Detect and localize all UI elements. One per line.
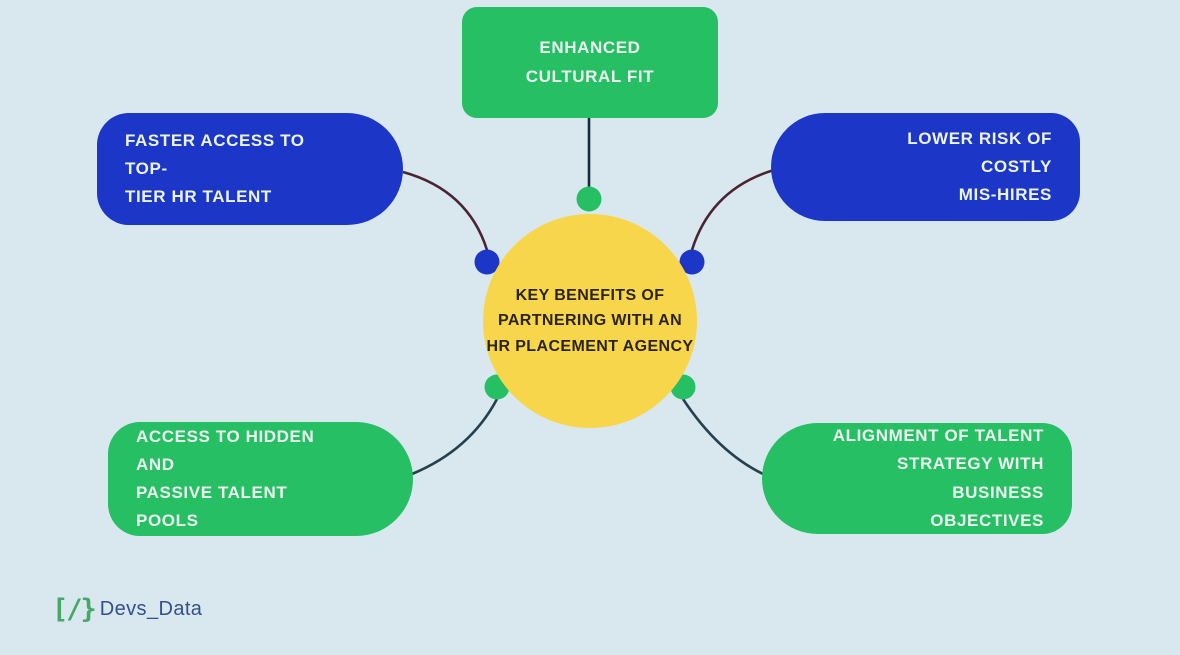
code-bracket-icon: [/} bbox=[52, 594, 97, 625]
connector-top-left-line bbox=[402, 170, 489, 251]
node-label: ACCESS TO HIDDEN AND PASSIVE TALENT POOL… bbox=[136, 426, 315, 531]
center-topic-circle: KEY BENEFITS OF PARTNERING WITH AN HR PL… bbox=[483, 214, 697, 428]
node-enhanced-cultural-fit: ENHANCED CULTURAL FIT bbox=[462, 7, 718, 118]
center-topic-label: KEY BENEFITS OF PARTNERING WITH AN HR PL… bbox=[486, 286, 694, 355]
node-label: LOWER RISK OF COSTLY MIS-HIRES bbox=[907, 128, 1052, 205]
connector-dot-top bbox=[576, 186, 602, 212]
node-label: ALIGNMENT OF TALENT STRATEGY WITH BUSINE… bbox=[832, 426, 1044, 530]
connector-top-right-line bbox=[690, 168, 775, 251]
logo-name: Devs_Data bbox=[99, 598, 203, 620]
connector-bottom-left-line bbox=[411, 398, 499, 476]
connector-dot-right bbox=[679, 249, 705, 275]
node-alignment-talent-strategy: ALIGNMENT OF TALENT STRATEGY WITH BUSINE… bbox=[762, 423, 1072, 534]
connector-dot-left bbox=[474, 249, 500, 275]
node-label: ENHANCED CULTURAL FIT bbox=[525, 38, 655, 86]
node-lower-risk-of-mis-hires: LOWER RISK OF COSTLY MIS-HIRES bbox=[771, 113, 1080, 221]
node-faster-access-to-talent: FASTER ACCESS TO TOP- TIER HR TALENT bbox=[97, 113, 403, 225]
node-access-hidden-talent-pools: ACCESS TO HIDDEN AND PASSIVE TALENT POOL… bbox=[108, 422, 413, 536]
devsdata-logo: [/} Devs_Data bbox=[52, 596, 202, 623]
node-label: FASTER ACCESS TO TOP- TIER HR TALENT bbox=[125, 130, 305, 207]
connector-bottom-right-line bbox=[681, 398, 764, 476]
